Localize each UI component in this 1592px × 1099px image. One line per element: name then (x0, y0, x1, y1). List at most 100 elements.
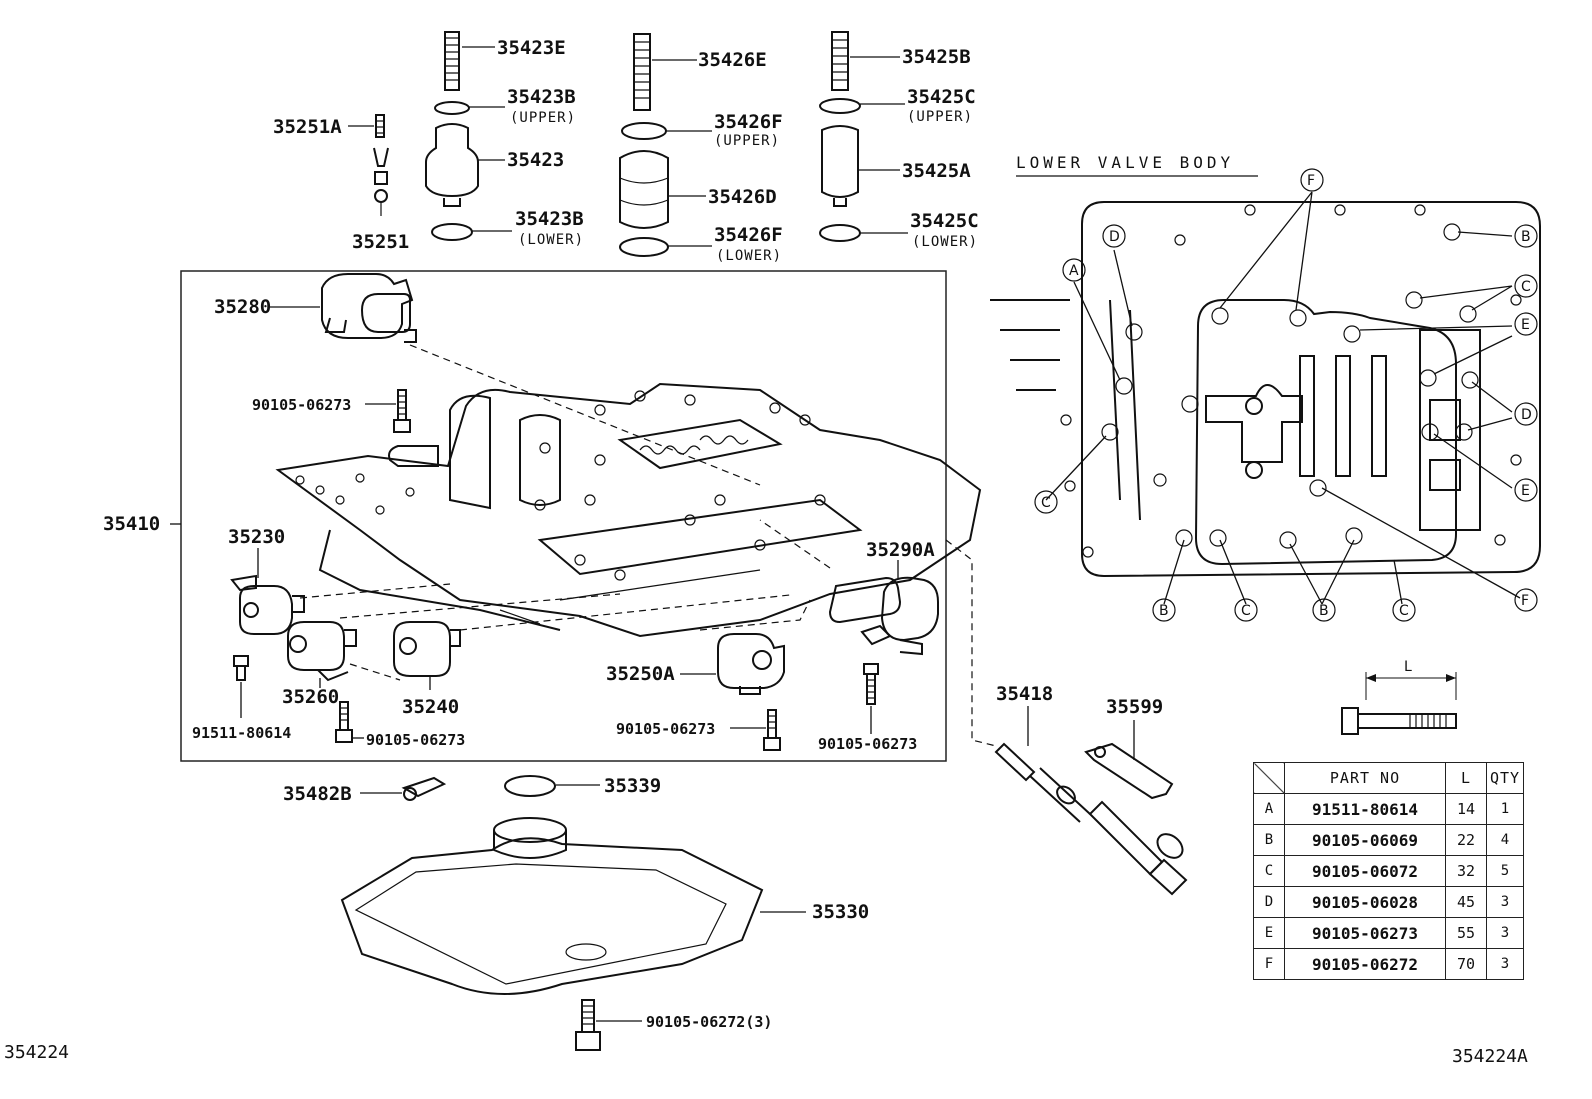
solenoid-35230: 35230 (228, 526, 305, 635)
row-key: B (1253, 824, 1285, 856)
svg-text:C: C (1041, 495, 1051, 511)
svg-text:B: B (1319, 603, 1329, 619)
row-length: 70 (1445, 948, 1487, 980)
detent-spring-35599: 35599 (1084, 696, 1174, 800)
row-part-no: 90105-06072 (1284, 855, 1446, 887)
label-35423: 35423 (507, 149, 564, 171)
label-35423B-lower: 35423B (515, 208, 584, 230)
svg-text:D: D (1109, 229, 1120, 245)
svg-text:C: C (1241, 603, 1251, 619)
table-row: D 90105-06028 45 3 (1253, 886, 1524, 918)
row-part-no: 90105-06028 (1284, 886, 1446, 918)
callout-F-right: F (1514, 588, 1538, 612)
row-length: 32 (1445, 855, 1487, 887)
label-bolt-b6: 90105-06272(3) (646, 1013, 772, 1031)
svg-text:C: C (1399, 603, 1409, 619)
table-row: C 90105-06072 32 5 (1253, 855, 1524, 887)
label-35599: 35599 (1106, 696, 1163, 718)
label-35426F-lower: 35426F (714, 224, 783, 246)
bolt-90105-06273-b: 90105-06273 (335, 701, 465, 749)
diagram-code-left: 354224 (4, 1042, 69, 1063)
row-qty: 4 (1486, 824, 1524, 856)
bolt-table-corner (1253, 762, 1285, 794)
row-key: F (1253, 948, 1285, 980)
row-key: A (1253, 793, 1285, 825)
solenoid-35250A: 35250A (606, 633, 785, 695)
label-35426F-upper: 35426F (714, 111, 783, 133)
label-35423B-lower-note: (LOWER) (518, 232, 584, 248)
bolt-table-header: PART NO L QTY (1253, 762, 1524, 794)
solenoid-35240: 35240 (393, 621, 461, 718)
svg-text:E: E (1521, 483, 1530, 499)
label-35251: 35251 (352, 231, 409, 253)
row-length: 55 (1445, 917, 1487, 949)
callout-C-bottom-1: C (1234, 598, 1258, 622)
valve-stack-35423: 35423E 35423B (UPPER) 35423 35423B (LOWE… (425, 31, 584, 248)
label-35425C-upper: 35425C (907, 86, 976, 108)
label-35426D: 35426D (708, 186, 777, 208)
bolt-90105-06273-d: 90105-06273 (818, 663, 917, 753)
label-35418: 35418 (996, 683, 1053, 705)
solenoid-35290A: 35290A (828, 539, 939, 656)
header-qty: QTY (1486, 762, 1524, 794)
callout-E-right-2: E (1514, 478, 1538, 502)
label-35280: 35280 (214, 296, 271, 318)
row-key: D (1253, 886, 1285, 918)
row-length: 22 (1445, 824, 1487, 856)
row-qty: 1 (1486, 793, 1524, 825)
label-35330: 35330 (812, 901, 869, 923)
svg-text:C: C (1521, 279, 1531, 295)
row-key: C (1253, 855, 1285, 887)
callout-F-top: F (1300, 168, 1324, 192)
row-qty: 5 (1486, 855, 1524, 887)
row-part-no: 90105-06272 (1284, 948, 1446, 980)
solenoid-35280: 35280 (214, 273, 417, 343)
label-35426E: 35426E (698, 49, 767, 71)
oring-35339: 35339 (504, 775, 661, 797)
label-35423B-upper-note: (UPPER) (510, 110, 576, 126)
header-part-no: PART NO (1284, 762, 1446, 794)
label-35425C-upper-note: (UPPER) (907, 109, 973, 125)
check-valve-35251: 35251A 35251 (273, 114, 409, 253)
svg-text:B: B (1159, 603, 1169, 619)
table-row: F 90105-06272 70 3 (1253, 948, 1524, 980)
bolt-length-reference: L (1341, 659, 1457, 735)
label-bolt-b3: 90105-06273 (366, 731, 465, 749)
valve-body-frame (180, 270, 947, 762)
solenoid-35260: 35260 (282, 621, 357, 708)
svg-text:B: B (1521, 229, 1531, 245)
label-35423B-upper: 35423B (507, 86, 576, 108)
header-l: L (1445, 762, 1487, 794)
label-35425C-lower-note: (LOWER) (912, 234, 978, 250)
manual-valve-35418: 35418 (994, 683, 1188, 896)
bolt-90105-06273-a: 90105-06273 (252, 389, 411, 433)
label-35425B: 35425B (902, 46, 971, 68)
table-row: A 91511-80614 14 1 (1253, 793, 1524, 825)
bolt-table: PART NO L QTY A 91511-80614 14 1 B 90105… (1253, 762, 1524, 980)
label-bolt-b5: 90105-06273 (818, 735, 917, 753)
valve-stack-35425: 35425B 35425C (UPPER) 35425A 35425C (LOW… (819, 31, 979, 250)
bolt-91511-80614: 91511-80614 (192, 655, 291, 742)
lower-valve-body-title: LOWER VALVE BODY (1016, 153, 1234, 172)
label-35250A: 35250A (606, 663, 675, 685)
label-bolt-b4: 90105-06273 (616, 720, 715, 738)
row-length: 14 (1445, 793, 1487, 825)
oil-strainer-35330: 35330 (340, 817, 869, 995)
callout-D-right: D (1514, 402, 1538, 426)
label-35240: 35240 (402, 696, 459, 718)
svg-text:F: F (1521, 593, 1529, 609)
label-35230: 35230 (228, 526, 285, 548)
row-key: E (1253, 917, 1285, 949)
callout-E-right-1: E (1514, 312, 1538, 336)
label-35482B: 35482B (283, 783, 352, 805)
label-35426F-upper-note: (UPPER) (714, 133, 780, 149)
row-qty: 3 (1486, 886, 1524, 918)
table-row: B 90105-06069 22 4 (1253, 824, 1524, 856)
svg-text:D: D (1521, 407, 1532, 423)
table-row: E 90105-06273 55 3 (1253, 917, 1524, 949)
callouts: F D A B C E D E F C B C B C (1034, 168, 1538, 622)
label-35290A: 35290A (866, 539, 935, 561)
label-35425A: 35425A (902, 160, 971, 182)
label-35251A: 35251A (273, 116, 342, 138)
